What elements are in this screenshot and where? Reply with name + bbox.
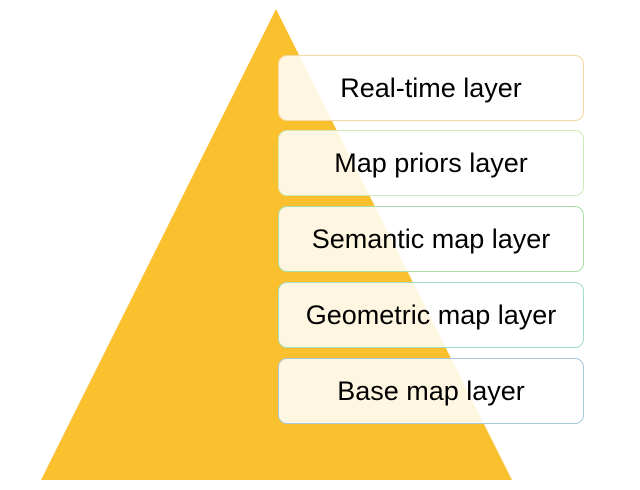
layer-box-geometric-map: Geometric map layer: [278, 282, 584, 348]
layer-box-semantic-map: Semantic map layer: [278, 206, 584, 272]
layer-label-base-map: Base map layer: [337, 375, 525, 406]
layer-label-geometric-map: Geometric map layer: [305, 299, 557, 330]
layer-label-map-priors: Map priors layer: [334, 147, 528, 178]
layer-box-map-priors: Map priors layer: [278, 130, 584, 196]
layer-label-real-time: Real-time layer: [340, 72, 522, 103]
layer-box-real-time: Real-time layer: [278, 55, 584, 121]
layer-label-semantic-map: Semantic map layer: [311, 223, 551, 254]
layer-box-base-map: Base map layer: [278, 358, 584, 424]
